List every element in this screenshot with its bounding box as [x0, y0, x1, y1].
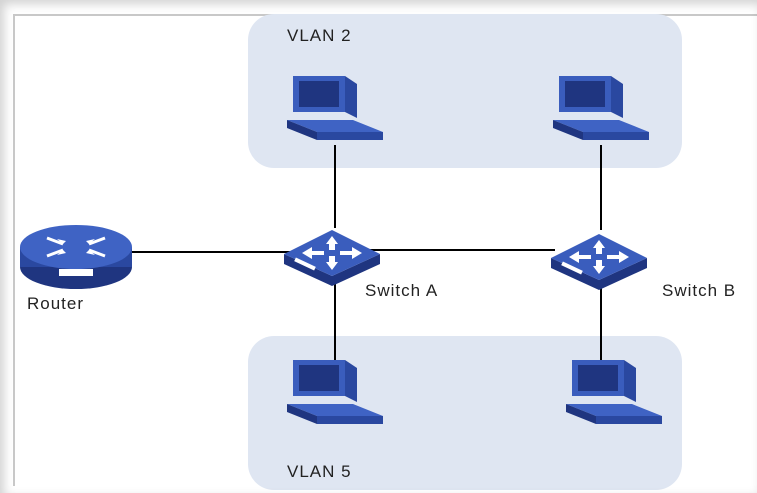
pc-bottom-right-icon[interactable]	[562, 356, 666, 434]
router-icon[interactable]	[17, 222, 135, 292]
vlan-2-label: VLAN 2	[287, 26, 352, 45]
switch-a-icon[interactable]	[280, 222, 384, 288]
router-label: Router	[27, 294, 85, 313]
switch-b-label: Switch B	[662, 281, 737, 300]
vlan-5-label: VLAN 5	[287, 462, 352, 481]
pc-top-right-icon[interactable]	[549, 72, 653, 150]
pc-bottom-left-icon[interactable]	[283, 356, 387, 434]
pc-top-left-icon[interactable]	[283, 72, 387, 150]
switch-a-label: Switch A	[365, 281, 439, 300]
switch-b-icon[interactable]	[547, 226, 651, 292]
